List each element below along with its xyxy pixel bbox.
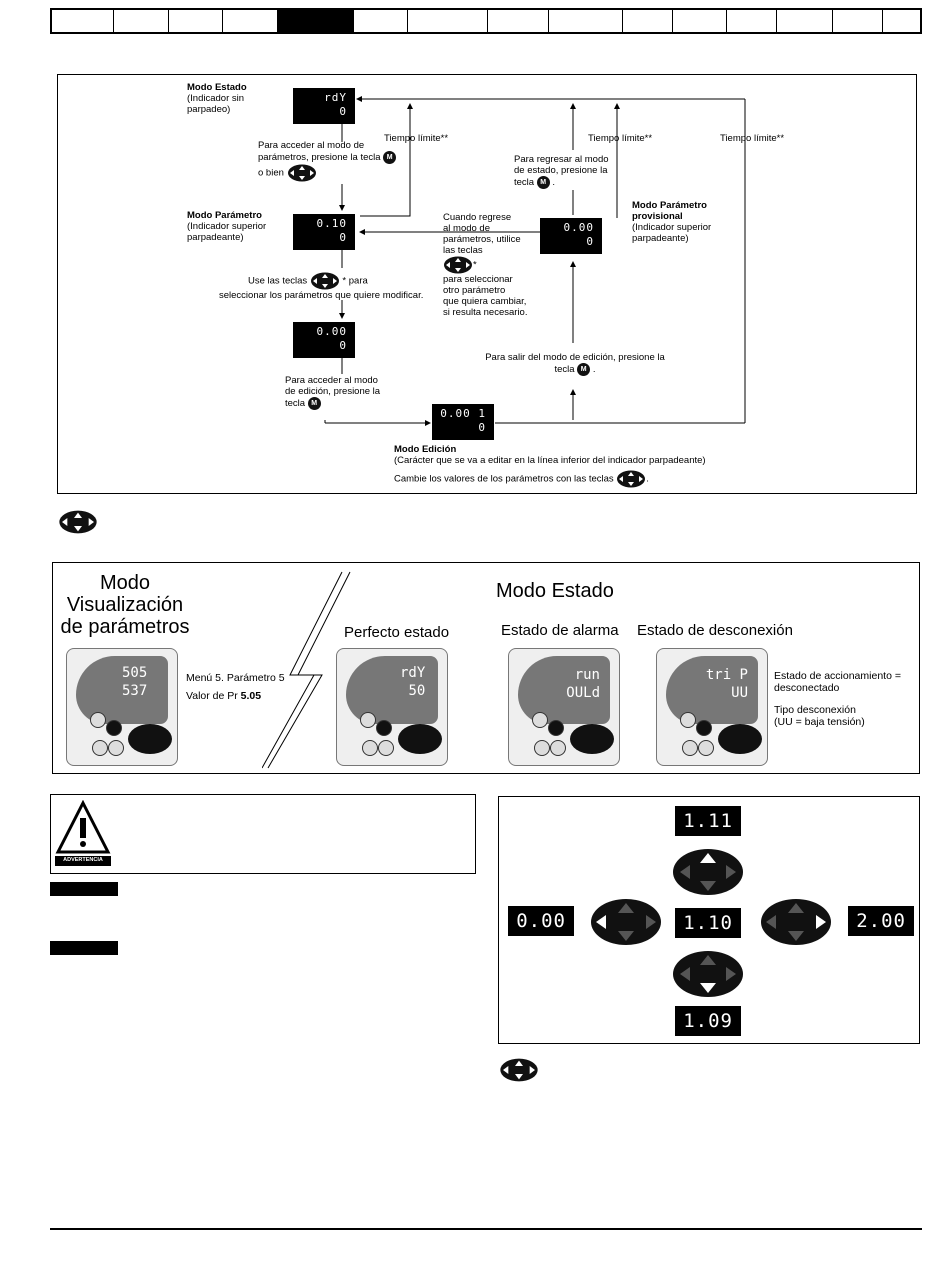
param-value-label: Valor de Pr 5.05	[186, 690, 262, 702]
chapter-tab[interactable]	[52, 10, 114, 32]
drive-keypad-healthy: rdY 50	[336, 648, 448, 766]
navigation-keypad-icon	[617, 470, 646, 488]
edit-mode-display: 0.00 1 0	[432, 404, 494, 440]
section-divider	[262, 571, 351, 769]
chapter-tab[interactable]	[833, 10, 883, 32]
trip-state-desc: Estado de accionamiento = desconectado	[774, 670, 901, 694]
display-modes-panel	[52, 562, 920, 774]
display-right-value: 2.00	[848, 906, 914, 936]
chapter-tab[interactable]	[169, 10, 223, 32]
note-tag	[50, 882, 118, 896]
chapter-tab-active[interactable]	[278, 10, 354, 32]
mode-flow-diagram	[57, 74, 917, 494]
m-key-icon: M	[577, 363, 591, 376]
chapter-tab[interactable]	[623, 10, 673, 32]
use-keys-line2: seleccionar los parámetros que quiere mo…	[219, 290, 424, 301]
warning-label: ADVERTENCIA	[63, 857, 103, 863]
status-mode-title: Modo Estado	[496, 580, 614, 602]
navigation-keypad-icon	[287, 164, 316, 182]
m-key-icon: M	[307, 397, 321, 410]
chapter-tab[interactable]	[777, 10, 833, 32]
chapter-tab-strip	[50, 8, 922, 34]
chapter-tab[interactable]	[223, 10, 278, 32]
drive-display-text: run OULd	[566, 667, 600, 701]
display-left-value: 0.00	[508, 906, 574, 936]
drive-keypad-param-view: 505 537	[66, 648, 178, 766]
navigation-keypad-icon	[500, 1058, 538, 1082]
navigation-demo-box	[498, 796, 920, 1044]
enter-edit-text: Para acceder al modo de edición, presion…	[285, 375, 381, 410]
return-params-text: Cuando regrese al modo de parámetros, ut…	[443, 212, 528, 318]
chapter-tab[interactable]	[114, 10, 169, 32]
chapter-tab[interactable]	[488, 10, 549, 32]
m-key-icon: M	[536, 176, 550, 189]
timeout-label-2: Tiempo límite**	[588, 133, 653, 144]
drive-keypad-trip: tri P UU	[656, 648, 768, 766]
display-center-value: 1.10	[675, 908, 741, 938]
status-mode-display: rdY 0	[293, 88, 355, 124]
return-status-text: Para regresar al modo de estado, presion…	[514, 154, 609, 189]
param-mode-display: 0.10 0	[293, 214, 355, 250]
chapter-tab[interactable]	[354, 10, 408, 32]
chapter-tab[interactable]	[549, 10, 623, 32]
chapter-tab[interactable]	[408, 10, 488, 32]
enter-params-text: Para acceder al modo de parámetros, pres…	[258, 140, 397, 182]
left-arrow-key-icon	[591, 899, 661, 945]
right-arrow-key-icon	[761, 899, 831, 945]
param-view-title: Modo Visualización de parámetros	[60, 572, 190, 638]
drive-display-text: tri P UU	[705, 667, 748, 701]
flow-arrows	[324, 96, 746, 426]
up-arrow-key-icon	[673, 849, 743, 895]
navigation-keypad-icon	[444, 256, 472, 274]
chapter-tab[interactable]	[673, 10, 727, 32]
drive-display-text: 505 537	[122, 665, 148, 699]
chapter-tab[interactable]	[727, 10, 777, 32]
timeout-label-1: Tiempo límite**	[384, 133, 449, 144]
display-bottom-value: 1.09	[675, 1006, 741, 1036]
healthy-state-label: Perfecto estado	[344, 624, 450, 641]
alarm-state-label: Estado de alarma	[501, 622, 619, 639]
warning-triangle-icon	[55, 800, 111, 866]
param-select-display: 0.00 0	[293, 322, 355, 358]
drive-keypad-alarm: run OULd	[508, 648, 620, 766]
display-top-value: 1.11	[675, 806, 741, 836]
drive-display-text: rdY 50	[400, 665, 426, 699]
edit-mode-label: Modo Edición (Carácter que se va a edita…	[394, 444, 706, 488]
m-key-icon: M	[383, 151, 397, 164]
navigation-keypad-icon	[310, 272, 339, 290]
down-arrow-key-icon	[673, 951, 743, 997]
footer-rule	[50, 1228, 922, 1230]
status-mode-label: Modo Estado (Indicador sin parpadeo)	[187, 82, 247, 115]
param-mode-label: Modo Parámetro (Indicador superior parpa…	[187, 210, 267, 243]
trip-state-label: Estado de desconexión	[637, 622, 793, 639]
note-tag	[50, 941, 118, 955]
warning-box	[50, 794, 476, 874]
timeout-label-3: Tiempo límite**	[720, 133, 785, 144]
trip-type-desc: Tipo desconexión (UU = baja tensión)	[774, 704, 865, 728]
exit-edit-text: Para salir del modo de edición, presione…	[485, 352, 665, 376]
navigation-keypad-icon	[59, 510, 97, 534]
temp-param-display: 0.00 0	[540, 218, 602, 254]
use-keys-line1: Use las teclas * para	[248, 272, 368, 290]
temp-param-label: Modo Parámetro provisional (Indicador su…	[632, 200, 712, 244]
menu-param-label: Menú 5. Parámetro 5	[186, 672, 285, 684]
